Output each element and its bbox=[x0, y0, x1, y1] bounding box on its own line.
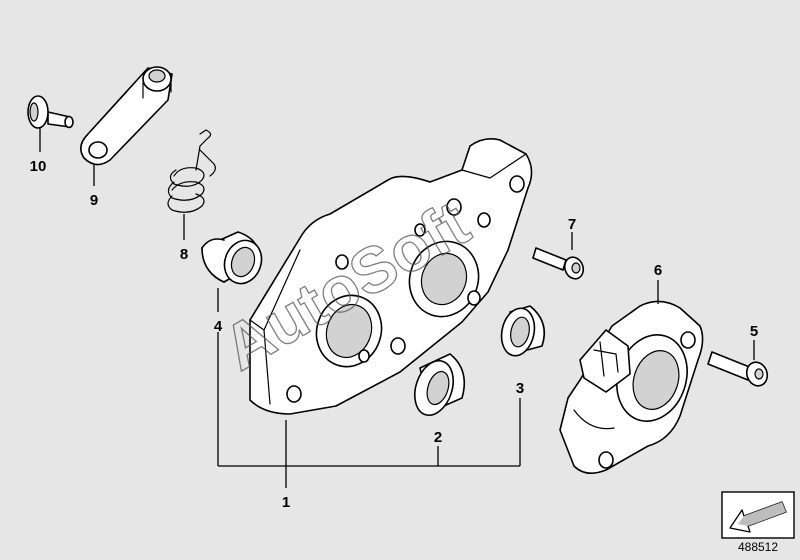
callouts: 10 9 8 7 6 5 4 3 2 1 bbox=[30, 158, 759, 511]
callout-7: 7 bbox=[568, 216, 576, 233]
callout-6: 6 bbox=[654, 262, 662, 279]
part-7-screw bbox=[532, 247, 585, 280]
callout-9: 9 bbox=[90, 192, 98, 209]
callout-5: 5 bbox=[750, 323, 758, 340]
callout-8: 8 bbox=[180, 246, 188, 263]
part-10-rivet bbox=[27, 95, 74, 129]
part-9-lever bbox=[80, 66, 173, 166]
part-5-bolt bbox=[707, 351, 769, 387]
callout-1: 1 bbox=[282, 494, 290, 511]
arrow-corner-icon bbox=[721, 491, 795, 539]
part-1-housing bbox=[249, 138, 533, 415]
part-2-seal bbox=[414, 353, 466, 417]
callout-4: 4 bbox=[214, 318, 223, 335]
callout-2: 2 bbox=[434, 429, 442, 446]
part-8-spring bbox=[167, 129, 216, 213]
callout-3: 3 bbox=[516, 380, 524, 397]
part-3-seal bbox=[500, 305, 546, 357]
document-number: 488512 bbox=[738, 540, 778, 554]
part-4-bearing bbox=[201, 231, 263, 285]
leader-lines bbox=[39, 128, 755, 488]
callout-10: 10 bbox=[30, 158, 47, 175]
part-6-sensor-plate bbox=[559, 300, 704, 474]
